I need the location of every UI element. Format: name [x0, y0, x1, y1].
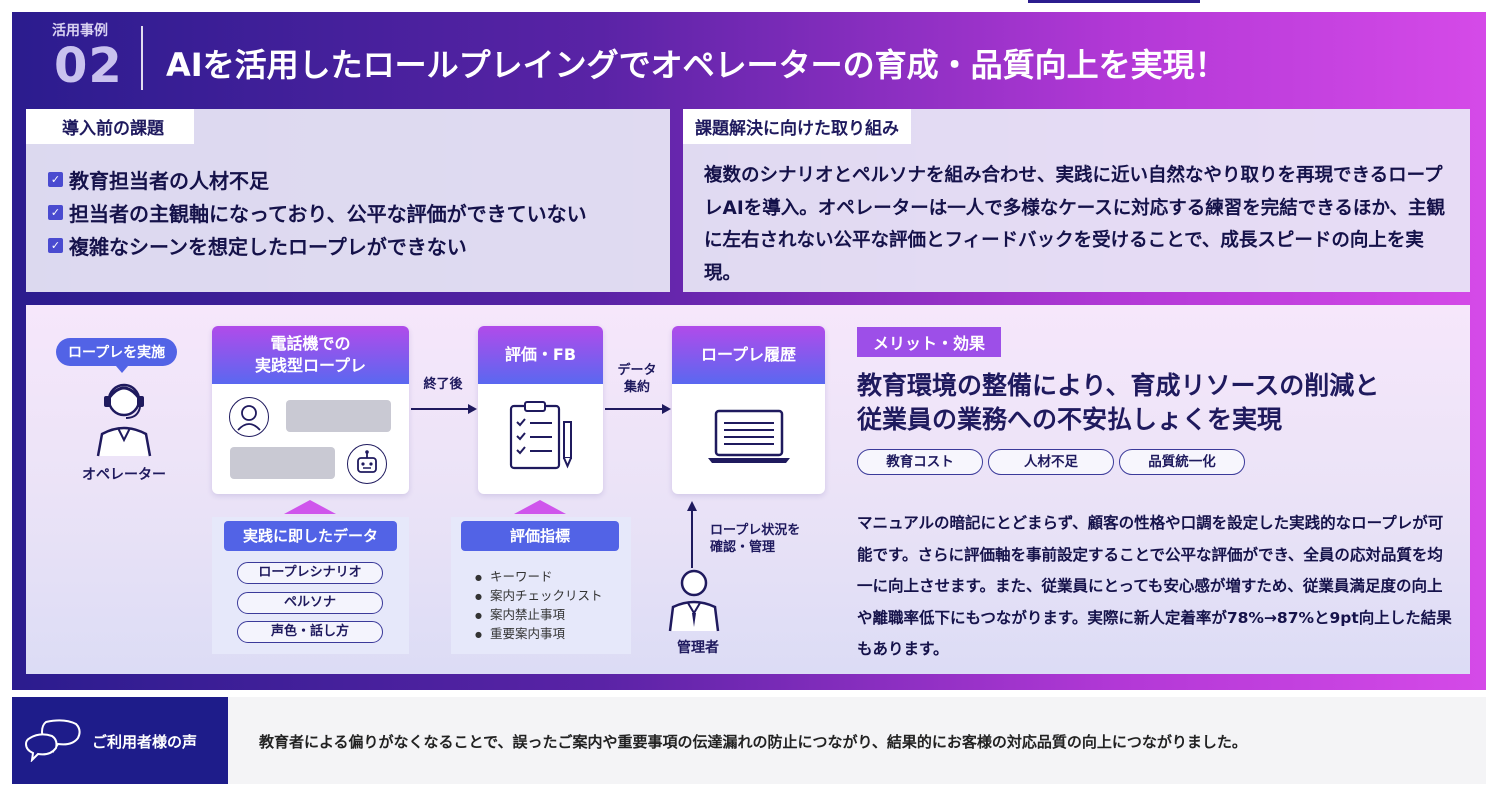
eval-list-item: キーワード	[475, 566, 553, 585]
user-avatar-icon	[229, 397, 269, 437]
solution-text: 複数のシナリオとペルソナを組み合わせ、実践に近い自然なやり取りを再現できるロープ…	[704, 165, 1446, 284]
manager-action-line1: ロープレ状況を	[710, 523, 801, 538]
history-step-box: ロープレ履歴	[672, 326, 825, 494]
data-aggregation-line2: 集約	[623, 380, 650, 395]
evaluation-step-header: 評価・FB	[478, 326, 603, 384]
user-voice-bar	[12, 697, 1486, 784]
merit-title-line1: 教育環境の整備により、育成リソースの削減と	[857, 371, 1380, 400]
manager-arrow-head	[687, 501, 697, 511]
merit-tag: 教育コスト	[857, 449, 983, 475]
check-icon: ✓	[48, 172, 63, 187]
chat-bubble-placeholder	[286, 400, 391, 432]
operator-headset-icon	[96, 383, 152, 457]
manager-action-line2: 確認・管理	[710, 540, 776, 555]
user-voice-label: ご利用者様の声	[92, 733, 198, 751]
pen-icon	[563, 421, 572, 469]
merit-tag: 人材不足	[988, 449, 1114, 475]
clipboard-checklist-icon	[509, 401, 572, 470]
data-aggregation-line1: データ	[617, 363, 657, 378]
issue-item: ✓ 複雑なシーンを想定したロープレができない	[48, 231, 467, 260]
check-icon: ✓	[48, 205, 63, 220]
robot-icon	[347, 444, 387, 484]
issue-text: 複雑なシーンを想定したロープレができない	[69, 235, 467, 259]
manager-label: 管理者	[677, 640, 719, 656]
operator-label: オペレーター	[82, 467, 166, 483]
data-item-pill: ロープレシナリオ	[237, 562, 383, 584]
merit-badge: メリット・効果	[857, 327, 1002, 357]
manager-action-label: ロープレ状況を 確認・管理	[710, 522, 800, 556]
issue-item: ✓ 教育担当者の人材不足	[48, 165, 269, 194]
case-number: 02	[54, 38, 123, 94]
data-item-pill: 声色・話し方	[237, 621, 383, 643]
eval-input-arrow	[514, 500, 566, 514]
check-icon: ✓	[48, 238, 63, 253]
merit-tag: 品質統一化	[1119, 449, 1245, 475]
merit-description: マニュアルの暗記にとどまらず、顧客の性格や口調を設定した実践的なロープレが可能で…	[857, 514, 1452, 658]
issue-text: 担当者の主観軸になっており、公平な評価ができていない	[69, 202, 587, 226]
eval-list-item: 重要案内事項	[475, 623, 565, 642]
before-issues-tag: 導入前の課題	[26, 109, 194, 144]
title-divider	[141, 26, 143, 90]
data-aggregation-label: データ 集約	[608, 362, 666, 396]
roleplay-step-title-line2: 実践型ロープレ	[254, 356, 367, 375]
flow-arrow-line	[411, 408, 469, 410]
evaluation-step-box: 評価・FB	[478, 326, 603, 494]
eval-list-item: 案内チェックリスト	[475, 585, 603, 604]
manager-arrow-line	[691, 510, 693, 568]
evaluation-metrics-heading: 評価指標	[461, 521, 619, 551]
laptop-icon	[708, 409, 790, 463]
case-label: 活用事例	[52, 23, 108, 39]
flow-arrow-line	[605, 408, 663, 410]
roleplay-step-header: 電話機での 実践型ロープレ	[212, 326, 409, 384]
issue-text: 教育担当者の人材不足	[69, 169, 269, 193]
roleplay-step-title-line1: 電話機での	[270, 334, 351, 353]
flow-arrow-head	[468, 404, 477, 414]
speech-bubbles-icon	[24, 719, 81, 762]
data-input-arrow	[284, 500, 336, 514]
issue-item: ✓ 担当者の主観軸になっており、公平な評価ができていない	[48, 198, 587, 227]
manager-icon	[668, 569, 720, 632]
flow-arrow-head	[662, 404, 671, 414]
user-voice-text: 教育者による偏りがなくなることで、誤ったご案内や重要事項の伝達漏れの防止につなが…	[259, 733, 1247, 751]
chat-bubble-placeholder	[230, 447, 335, 479]
practical-data-heading: 実践に即したデータ	[224, 521, 397, 551]
merit-title: 教育環境の整備により、育成リソースの削減と 従業員の業務への不安払しょくを実現	[857, 369, 1379, 437]
after-finish-label: 終了後	[423, 377, 463, 392]
page-title: AIを活用したロールプレイングでオペレーターの育成・品質向上を実現！	[166, 46, 1227, 84]
data-item-pill: ペルソナ	[237, 592, 383, 614]
solution-tag: 課題解決に向けた取り組み	[683, 109, 911, 144]
merit-title-line2: 従業員の業務への不安払しょくを実現	[857, 405, 1283, 434]
eval-list-item: 案内禁止事項	[475, 604, 565, 623]
top-tab-marker	[1028, 0, 1200, 3]
roleplay-speech-pill: ロープレを実施	[56, 338, 178, 373]
history-step-header: ロープレ履歴	[672, 326, 825, 384]
